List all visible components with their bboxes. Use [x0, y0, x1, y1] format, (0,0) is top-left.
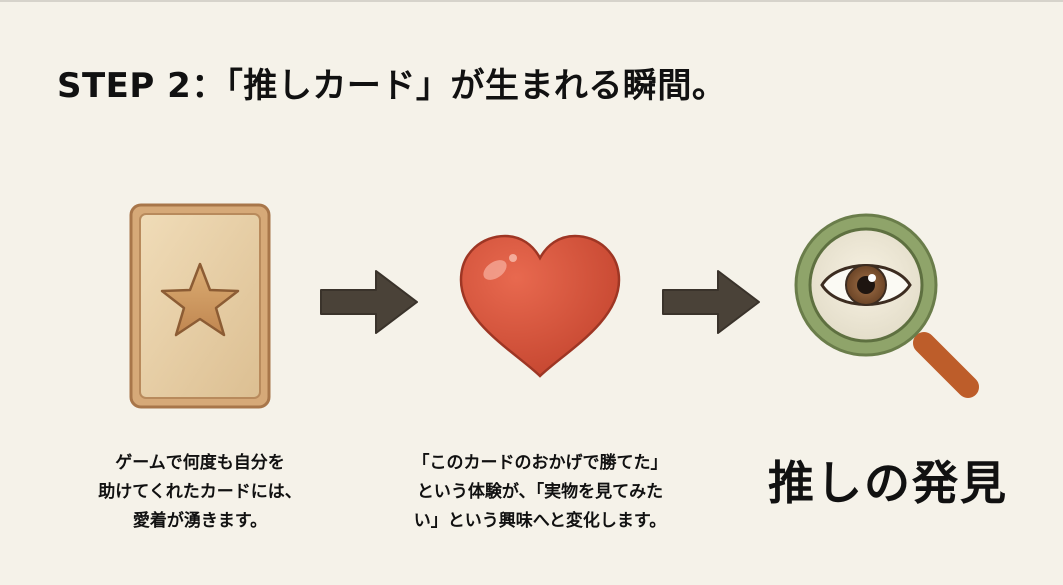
step1-caption: ゲームで何度も自分を 助けてくれたカードには、 愛着が湧きます。: [70, 449, 330, 536]
arrow-right-icon: [320, 270, 418, 334]
caption-line: 助けてくれたカードには、: [98, 482, 302, 502]
star-card-icon: [129, 203, 271, 409]
caption-line: 愛着が湧きます。: [132, 511, 268, 531]
arrow-right-icon: [662, 270, 760, 334]
heart-icon: [459, 234, 621, 378]
step3-caption: 推しの発見: [768, 456, 1008, 510]
slide-title: STEP 2：「推しカード」が生まれる瞬間。: [57, 66, 727, 106]
caption-line: い」という興味へと変化します。: [413, 511, 667, 531]
caption-line: ゲームで何度も自分を: [115, 453, 285, 473]
magnifier-eye-icon: [794, 213, 979, 398]
caption-line: という体験が、「実物を見てみた: [416, 482, 664, 502]
caption-line: 「このカードのおかげで勝てた」: [412, 453, 668, 473]
step2-caption: 「このカードのおかげで勝てた」 という体験が、「実物を見てみた い」という興味へ…: [385, 449, 695, 536]
